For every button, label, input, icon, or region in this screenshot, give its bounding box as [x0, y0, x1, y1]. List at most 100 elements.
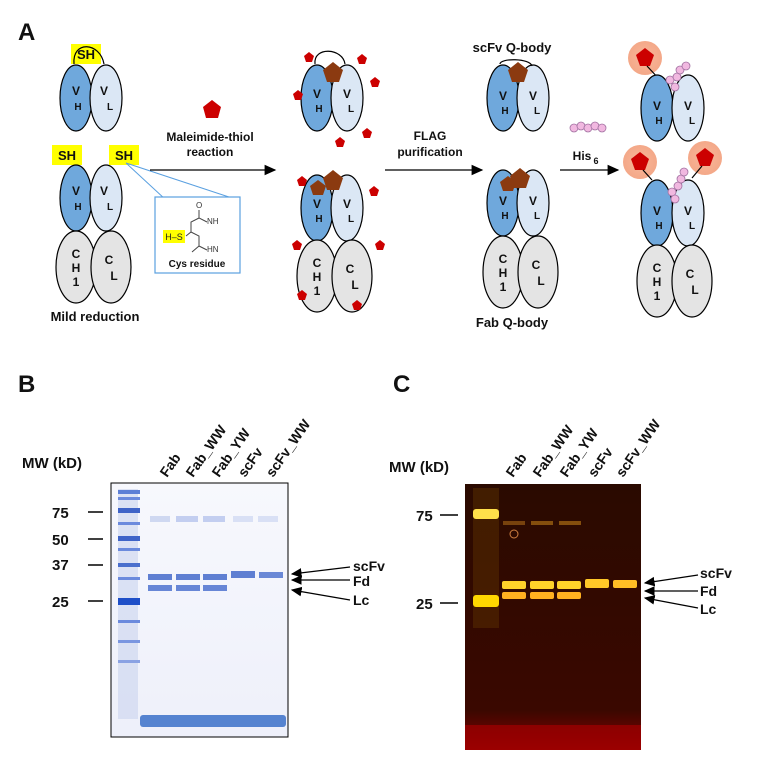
his6-label: His [573, 149, 592, 163]
panel-a-letter: A [18, 19, 35, 46]
lc-band [148, 585, 172, 591]
free-dye [335, 137, 345, 147]
vl-sub: L [534, 211, 540, 222]
lc-band [557, 592, 581, 599]
vl-sub: L [107, 102, 113, 113]
vh-text: V [313, 87, 321, 101]
vh-sub: H [501, 106, 508, 117]
flag-label: FLAG [414, 129, 447, 143]
maleimide-label: reaction [187, 145, 234, 159]
free-dye [297, 176, 307, 186]
band-label-fd: Fd [700, 583, 717, 599]
fd-band [203, 574, 227, 580]
cl-sub: L [537, 274, 544, 288]
lc-band [176, 585, 200, 591]
quencher-pentagon [508, 62, 528, 82]
panel-b-mw-label: MW (kD) [22, 455, 82, 472]
band-label-lc: Lc [700, 601, 717, 617]
antibody-qbody: scFv Q-body V H V L V H V L C H 1 C L Fa… [473, 40, 559, 330]
vh-sub: H [315, 104, 322, 115]
vl-text: V [100, 84, 108, 98]
ch1-text: 1 [654, 289, 661, 303]
his6-step: His 6 [560, 121, 620, 176]
panel-c-band-labels: scFv Fd Lc [643, 565, 732, 617]
cl-sub: L [110, 269, 117, 283]
ch1-text: 1 [73, 275, 80, 289]
panel-c-lane-labels: Fab Fab_WW Fab_YW scFv scFv_WW [502, 416, 663, 480]
vl-text: V [529, 194, 537, 208]
vl-sub: L [348, 104, 354, 115]
lc-band [530, 592, 554, 599]
ladder-band [473, 595, 499, 607]
free-dye [369, 186, 379, 196]
dye-pentagon [696, 148, 714, 166]
sh-badge [109, 145, 139, 165]
lane-label: Fab [156, 450, 183, 480]
hn-label: HN [207, 245, 219, 254]
free-dye [293, 90, 303, 100]
scfv-band [613, 580, 637, 588]
cl-text: C [686, 267, 695, 281]
sh-label: SH [58, 148, 76, 163]
marker-label: 75 [416, 508, 433, 525]
maleimide-step: Maleimide-thiol reaction [150, 100, 277, 176]
ladder-band [118, 536, 140, 541]
band-label-scfv: scFv [353, 558, 385, 574]
free-dye [375, 240, 385, 250]
vl-sub: L [107, 202, 113, 213]
marker-label: 25 [416, 596, 433, 613]
his6-subscript: 6 [593, 156, 598, 166]
vh-domain [59, 164, 93, 232]
quencher-pentagon [310, 180, 326, 195]
ladder-band [118, 598, 140, 605]
vh-sub: H [655, 116, 662, 127]
panel-c-letter: C [393, 371, 410, 398]
antibody-unmodified: SH V H V L SH SH V H V L C H 1 C L Mild … [51, 44, 140, 324]
mild-reduction-label: Mild reduction [51, 309, 140, 324]
ch1-text: H [653, 275, 662, 289]
vh-sub: H [501, 211, 508, 222]
flag-purification-step: FLAG purification [385, 129, 484, 176]
vh-text: V [72, 84, 80, 98]
free-dye [297, 290, 307, 300]
vh-text: V [499, 89, 507, 103]
quencher-pentagon [323, 170, 343, 190]
vl-text: V [100, 184, 108, 198]
linker [73, 46, 105, 65]
vl-sub: L [689, 116, 695, 127]
vh-domain [59, 64, 93, 132]
bound-peptide [667, 167, 689, 204]
scfv-qbody-label: scFv Q-body [473, 40, 553, 55]
free-dye [304, 52, 314, 62]
cl-text: C [346, 262, 355, 276]
vl-text: V [684, 204, 692, 218]
vl-domain [89, 64, 123, 132]
maleimide-label: Maleimide-thiol [166, 130, 253, 144]
vl-sub: L [348, 214, 354, 225]
panel-c-mw-label: MW (kD) [389, 459, 449, 476]
vh-text: V [499, 194, 507, 208]
cl-sub: L [691, 283, 698, 297]
vh-text: V [313, 197, 321, 211]
vh-text: V [72, 184, 80, 198]
lane-label: Fab [502, 450, 529, 480]
panel-b-gel [110, 482, 289, 738]
cl-text: C [105, 253, 114, 267]
vh-sub: H [74, 202, 81, 213]
panel-b-band-labels: scFv Fd Lc [290, 558, 385, 608]
o-label: O [196, 201, 202, 210]
vh-text: V [653, 204, 661, 218]
scfv-band [231, 571, 255, 578]
ladder-band [473, 509, 499, 519]
vl-text: V [684, 99, 692, 113]
marker-label: 75 [52, 505, 69, 522]
free-dye [292, 240, 302, 250]
vh-sub: H [315, 214, 322, 225]
flag-label: purification [397, 145, 462, 159]
marker-label: 25 [52, 594, 69, 611]
vl-domain [89, 164, 123, 232]
fab-qbody-label: Fab Q-body [476, 315, 549, 330]
vl-text: V [343, 197, 351, 211]
cl-text: C [532, 258, 541, 272]
vh-sub: H [74, 102, 81, 113]
